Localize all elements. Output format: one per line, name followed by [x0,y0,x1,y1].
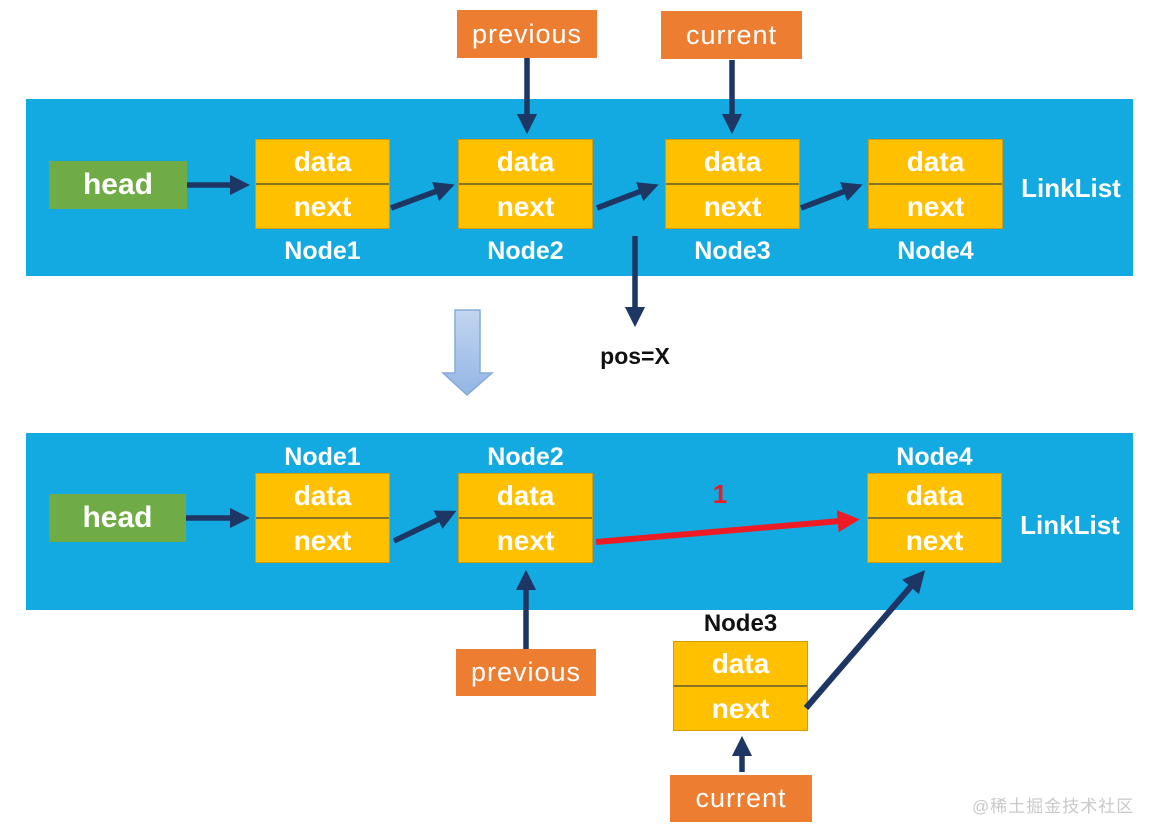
node2-next-cell-step2: next [459,517,592,562]
node1-data-cell: data [293,145,352,177]
node1-label-step2: Node1 [284,443,361,471]
node3-label: Node3 [694,237,771,265]
node4-box-step2: data next [867,473,1002,563]
node3-next-cell: next [666,183,799,228]
node1-box: data next [255,139,390,229]
node3-data-cell: data [703,145,762,177]
linklist-label-step2: LinkList [1020,510,1120,540]
node4-label: Node4 [897,237,974,265]
node2-label: Node2 [487,237,564,265]
node2-next-cell: next [459,183,592,228]
node3-box: data next [665,139,800,229]
node1-next-cell-step2: next [256,517,389,562]
node1-box-step2: data next [255,473,390,563]
node4-data-cell: data [906,145,965,177]
node2-label-step2: Node2 [487,443,564,471]
red-arrow-step-label: 1 [712,479,728,509]
node3-data-cell-step2: data [711,647,770,679]
node4-label-step2: Node4 [896,443,973,471]
linklist-label-step1: LinkList [1021,173,1121,203]
node1-data-cell-step2: data [293,479,352,511]
node4-next-cell: next [869,183,1002,228]
previous-pointer-tag-step2: previous [456,649,596,696]
node1-next-cell: next [256,183,389,228]
transition-block-arrow-icon [441,309,494,397]
node3-box-step2: data next [673,641,808,731]
node3-next-cell-step2: next [674,685,807,730]
current-pointer-tag-step2: current [670,775,812,822]
node4-box: data next [868,139,1003,229]
previous-pointer-tag: previous [457,10,597,58]
node4-next-cell-step2: next [868,517,1001,562]
node3-label-step2: Node3 [703,610,778,637]
watermark-text: @稀土掘金技术社区 [972,797,1135,816]
pos-x-label: pos=X [600,343,670,369]
head-box-step2: head [49,494,186,542]
node1-label: Node1 [284,237,361,265]
node2-data-cell: data [496,145,555,177]
head-box: head [49,161,187,209]
node2-box-step2: data next [458,473,593,563]
node4-data-cell-step2: data [905,479,964,511]
node2-box: data next [458,139,593,229]
current-pointer-tag: current [661,11,802,59]
node2-data-cell-step2: data [496,479,555,511]
